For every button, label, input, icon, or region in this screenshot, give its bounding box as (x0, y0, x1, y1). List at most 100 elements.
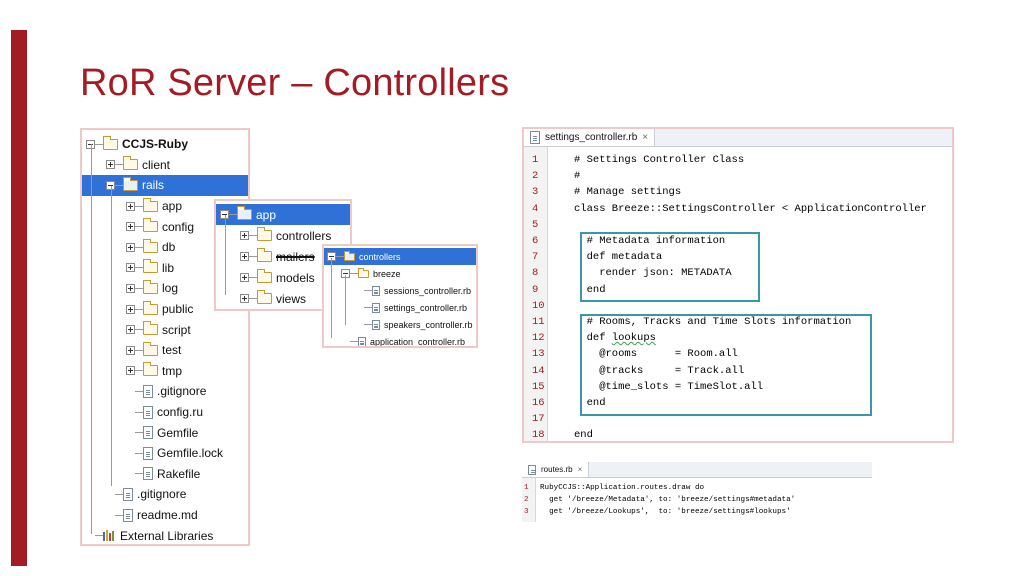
code-line: 12 def lookups (524, 330, 952, 346)
code-line: 1# Settings Controller Class (524, 152, 952, 168)
tree-item-gitignore[interactable]: .gitignore (82, 484, 248, 505)
tree-item-label: models (276, 270, 315, 285)
code-line: 2 get '/breeze/Metadata', to: 'breeze/se… (522, 494, 872, 506)
line-number: 10 (532, 299, 545, 312)
tree-connector (95, 535, 103, 537)
routes-tab-strip: routes.rb × (522, 462, 872, 478)
tab-label: settings_controller.rb (545, 132, 638, 143)
tree-item-client[interactable]: client (82, 155, 248, 176)
tree-item-models[interactable]: models (216, 267, 350, 288)
code-line: 16 end (524, 395, 952, 411)
tree-item-rakefile[interactable]: Rakefile (82, 464, 248, 485)
file-icon (143, 426, 153, 440)
expand-icon[interactable] (126, 304, 135, 314)
tree-item-controllers[interactable]: controllers (324, 248, 476, 265)
tree-item-gemfile[interactable]: Gemfile (82, 422, 248, 443)
tree-connector (350, 273, 358, 274)
tree-connector (135, 287, 143, 289)
tree-item-tmp[interactable]: tmp (82, 361, 248, 382)
expand-icon[interactable] (240, 231, 249, 240)
tree-item-label: .gitignore (157, 384, 207, 399)
collapse-icon[interactable] (106, 180, 115, 190)
expand-icon[interactable] (240, 252, 249, 261)
tree-item-application-controller-rb[interactable]: application_controller.rb (324, 333, 476, 346)
tree-item-script[interactable]: script (82, 319, 248, 340)
expand-icon[interactable] (126, 345, 135, 355)
tree-item-speakers-controller-rb[interactable]: speakers_controller.rb (324, 316, 476, 333)
tree-item-gitignore[interactable]: .gitignore (82, 381, 248, 402)
tree-item-sessions-controller-rb[interactable]: sessions_controller.rb (324, 282, 476, 299)
tree-item-label: config (162, 219, 195, 234)
line-number-gutter (522, 478, 536, 522)
code-text: # Metadata information (574, 235, 726, 247)
code-text: # (574, 170, 581, 183)
tree-item-external-libraries[interactable]: External Libraries (82, 525, 248, 544)
line-number: 8 (532, 267, 539, 280)
tree-item-app[interactable]: app (82, 196, 248, 217)
code-line: 11 # Rooms, Tracks and Time Slots inform… (524, 314, 952, 330)
tree-item-label: mailers (276, 249, 315, 264)
file-icon (143, 446, 153, 460)
code-text: end (574, 429, 593, 442)
tab-routes[interactable]: routes.rb × (522, 462, 590, 477)
tree-connector (135, 390, 143, 392)
code-text: RubyCCJS::Application.routes.draw do (540, 484, 705, 492)
expand-icon[interactable] (240, 273, 249, 282)
tree-item-label: External Libraries (120, 528, 214, 543)
tree-item-readme-md[interactable]: readme.md (82, 505, 248, 526)
tree-item-log[interactable]: log (82, 278, 248, 299)
tree-connector (364, 324, 372, 325)
tree-guide-line (91, 144, 92, 534)
tab-settings-controller[interactable]: settings_controller.rb × (524, 129, 656, 146)
expand-icon[interactable] (106, 160, 115, 170)
expand-icon[interactable] (126, 222, 135, 232)
tree-connector (135, 411, 143, 413)
collapse-icon[interactable] (220, 210, 229, 219)
tree-item-lib[interactable]: lib (82, 258, 248, 279)
tree-item-public[interactable]: public (82, 299, 248, 320)
close-icon[interactable]: × (577, 465, 583, 474)
tree-item-label: client (142, 157, 171, 172)
folder-icon (256, 269, 272, 283)
file-icon (123, 508, 133, 522)
tree-item-label: db (162, 240, 176, 255)
tree-item-ccjs-ruby[interactable]: CCJS-Ruby (82, 134, 248, 155)
tree-item-label: script (162, 322, 191, 337)
tree-item-views[interactable]: views (216, 288, 350, 309)
close-icon[interactable]: × (642, 132, 649, 143)
expand-icon[interactable] (126, 366, 135, 376)
expand-icon[interactable] (126, 201, 135, 211)
tree-item-rails[interactable]: rails (82, 175, 248, 196)
folder-icon (256, 290, 272, 304)
tree-item-app[interactable]: app (216, 204, 350, 225)
tree-item-breeze[interactable]: breeze (324, 265, 476, 282)
file-icon (143, 384, 153, 398)
code-text: get '/breeze/Metadata', to: 'breeze/sett… (540, 496, 796, 504)
expand-icon[interactable] (126, 283, 135, 293)
tree-item-label: rails (142, 178, 165, 193)
line-number: 5 (532, 218, 539, 231)
tree-connector (135, 432, 143, 434)
tree-item-mailers[interactable]: mailers (216, 246, 350, 267)
tree-item-label: settings_controller.rb (384, 302, 468, 313)
tree-item-controllers[interactable]: controllers (216, 225, 350, 246)
tree-item-config-ru[interactable]: config.ru (82, 402, 248, 423)
expand-icon[interactable] (240, 294, 249, 303)
collapse-icon[interactable] (86, 139, 95, 149)
file-icon (358, 336, 366, 346)
code-text: def metadata (574, 251, 663, 264)
tree-item-db[interactable]: db (82, 237, 248, 258)
code-line: 5 (524, 217, 952, 233)
folder-icon (236, 206, 252, 220)
tab-label: routes.rb (541, 465, 573, 474)
expand-icon[interactable] (126, 242, 135, 252)
expand-icon[interactable] (126, 263, 135, 273)
tree-item-settings-controller-rb[interactable]: settings_controller.rb (324, 299, 476, 316)
tree-item-gemfile-lock[interactable]: Gemfile.lock (82, 443, 248, 464)
slide-title: RoR Server – Controllers (80, 62, 510, 104)
expand-icon[interactable] (126, 325, 135, 335)
tree-item-config[interactable]: config (82, 216, 248, 237)
tree-item-test[interactable]: test (82, 340, 248, 361)
